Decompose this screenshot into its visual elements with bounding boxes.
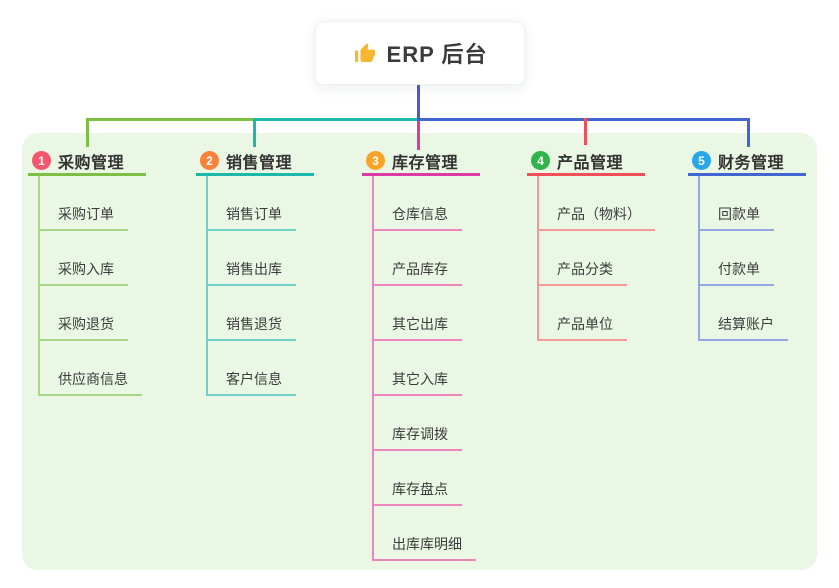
leaf-node[interactable]: 产品（物料） — [527, 176, 655, 231]
leaf-node-label: 产品（物料） — [537, 204, 655, 231]
branch-badge: 4 — [531, 151, 550, 170]
leaf-node-label: 库存调拨 — [372, 424, 462, 451]
leaf-node[interactable]: 产品分类 — [527, 231, 655, 286]
leaf-node-label: 付款单 — [698, 259, 774, 286]
branch-1: 1 采购管理采购订单采购入库采购退货供应商信息 — [28, 148, 146, 396]
leaf-node[interactable]: 销售出库 — [196, 231, 314, 286]
connector-line — [372, 176, 374, 560]
connector-line — [417, 83, 420, 121]
leaf-node-label: 供应商信息 — [38, 369, 142, 396]
connector-line — [253, 118, 256, 147]
leaf-node-label: 仓库信息 — [372, 204, 462, 231]
branch-node-2[interactable]: 2 销售管理 — [196, 148, 314, 176]
connector-line — [38, 176, 40, 395]
branch-node-5[interactable]: 5 财务管理 — [688, 148, 806, 176]
leaf-node-label: 结算账户 — [698, 314, 788, 341]
leaf-node[interactable]: 结算账户 — [688, 286, 806, 341]
leaf-node-label: 采购订单 — [38, 204, 128, 231]
branch-children: 销售订单销售出库销售退货客户信息 — [196, 176, 314, 396]
branch-node-4[interactable]: 4 产品管理 — [527, 148, 645, 176]
branch-children: 产品（物料） 产品分类产品单位 — [527, 176, 655, 341]
leaf-node[interactable]: 付款单 — [688, 231, 806, 286]
connector-line — [86, 118, 256, 121]
leaf-node[interactable]: 客户信息 — [196, 341, 314, 396]
branch-4: 4 产品管理产品（物料） 产品分类产品单位 — [527, 148, 655, 341]
root-node[interactable]: ERP 后台 — [315, 21, 525, 85]
leaf-node-label: 销售退货 — [206, 314, 296, 341]
leaf-node-label: 回款单 — [698, 204, 774, 231]
leaf-node-label: 销售订单 — [206, 204, 296, 231]
branch-children: 回款单付款单结算账户 — [688, 176, 806, 341]
branch-5: 5 财务管理回款单付款单结算账户 — [688, 148, 806, 341]
leaf-node[interactable]: 产品单位 — [527, 286, 655, 341]
leaf-node[interactable]: 销售退货 — [196, 286, 314, 341]
leaf-node-label: 产品库存 — [372, 259, 462, 286]
branch-2: 2 销售管理销售订单销售出库销售退货客户信息 — [196, 148, 314, 396]
branch-badge: 5 — [692, 151, 711, 170]
branch-title: 财务管理 — [718, 154, 785, 172]
branch-title: 库存管理 — [392, 154, 459, 172]
leaf-node-label: 其它入库 — [372, 369, 462, 396]
leaf-node[interactable]: 出库库明细 — [362, 506, 480, 561]
branch-badge: 2 — [200, 151, 219, 170]
leaf-node[interactable]: 其它入库 — [362, 341, 480, 396]
connector-line — [537, 176, 539, 340]
branch-3: 3 库存管理仓库信息产品库存其它出库其它入库库存调拨库存盘点出库库明细 — [362, 148, 480, 561]
leaf-node-label: 出库库明细 — [372, 534, 476, 561]
connector-line — [206, 176, 208, 395]
leaf-node[interactable]: 产品库存 — [362, 231, 480, 286]
thumbs-up-icon — [354, 43, 375, 62]
mindmap-canvas — [22, 133, 817, 570]
branch-node-1[interactable]: 1 采购管理 — [28, 148, 146, 176]
leaf-node[interactable]: 供应商信息 — [28, 341, 146, 396]
leaf-node-label: 产品单位 — [537, 314, 627, 341]
branch-node-3[interactable]: 3 库存管理 — [362, 148, 480, 176]
leaf-node[interactable]: 销售订单 — [196, 176, 314, 231]
branch-children: 仓库信息产品库存其它出库其它入库库存调拨库存盘点出库库明细 — [362, 176, 480, 561]
leaf-node-label: 采购入库 — [38, 259, 128, 286]
leaf-node[interactable]: 库存调拨 — [362, 396, 480, 451]
leaf-node[interactable]: 采购入库 — [28, 231, 146, 286]
leaf-node-label: 产品分类 — [537, 259, 627, 286]
connector-line — [417, 121, 420, 150]
leaf-node-label: 采购退货 — [38, 314, 128, 341]
branch-title: 销售管理 — [226, 154, 293, 172]
connector-line — [747, 118, 750, 147]
leaf-node[interactable]: 仓库信息 — [362, 176, 480, 231]
leaf-node[interactable]: 其它出库 — [362, 286, 480, 341]
leaf-node[interactable]: 回款单 — [688, 176, 806, 231]
branch-badge: 3 — [366, 151, 385, 170]
connector-line — [584, 118, 587, 145]
leaf-node-label: 库存盘点 — [372, 479, 462, 506]
connector-line — [253, 118, 417, 121]
connector-line — [86, 118, 89, 147]
connector-line — [698, 176, 700, 340]
branch-children: 采购订单采购入库采购退货供应商信息 — [28, 176, 146, 396]
branch-title: 产品管理 — [557, 154, 624, 172]
leaf-node[interactable]: 采购订单 — [28, 176, 146, 231]
branch-title: 采购管理 — [58, 154, 125, 172]
leaf-node-label: 客户信息 — [206, 369, 296, 396]
branch-badge: 1 — [32, 151, 51, 170]
leaf-node[interactable]: 采购退货 — [28, 286, 146, 341]
leaf-node-label: 其它出库 — [372, 314, 462, 341]
root-title: ERP 后台 — [386, 42, 488, 67]
leaf-node[interactable]: 库存盘点 — [362, 451, 480, 506]
leaf-node-label: 销售出库 — [206, 259, 296, 286]
